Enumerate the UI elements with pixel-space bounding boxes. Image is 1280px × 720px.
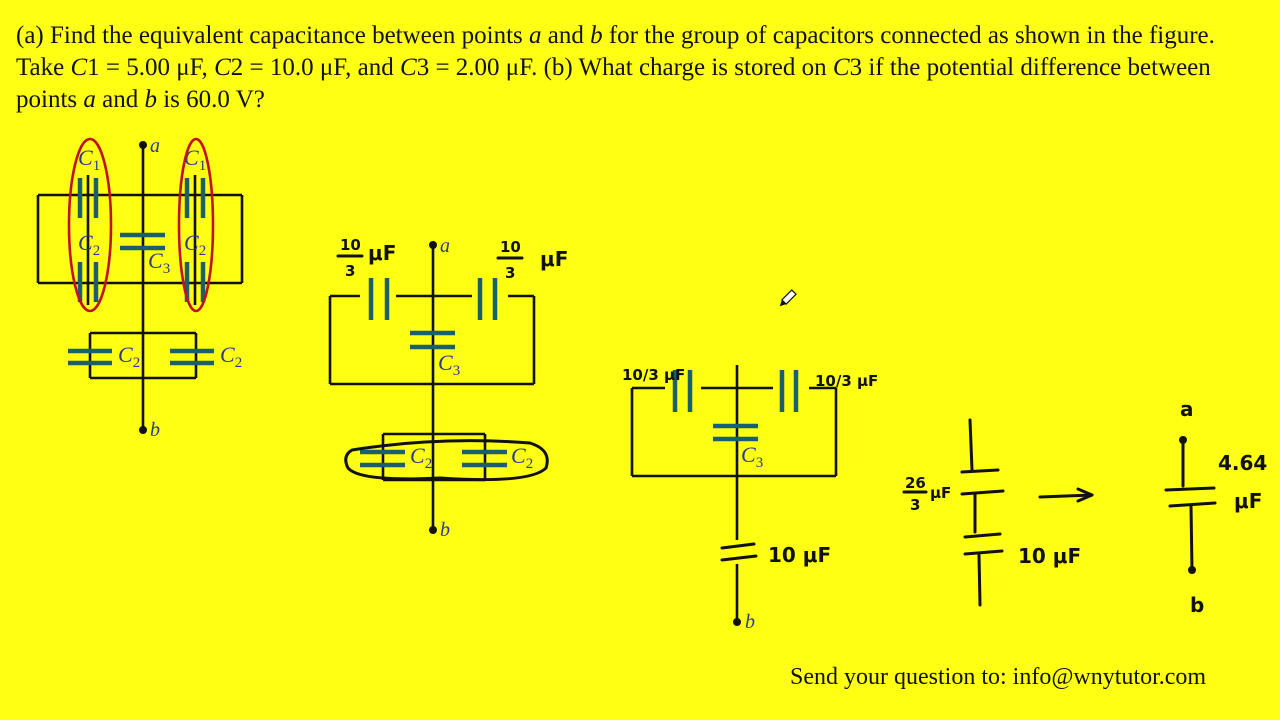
c1-label-left: C1 — [78, 145, 100, 174]
point-a-label: a — [150, 135, 160, 157]
svg-text:μF: μF — [368, 241, 396, 265]
handwritten-result-unit: μF — [1234, 489, 1262, 513]
c2-label-right: C2 — [184, 230, 206, 259]
svg-text:10: 10 — [500, 238, 521, 256]
svg-text:3: 3 — [910, 496, 920, 514]
series-circuit: 26 3 μF 10 μF — [902, 418, 1094, 607]
svg-text:3: 3 — [345, 262, 355, 280]
pencil-cursor-icon — [779, 289, 797, 307]
group-circle-bottom — [344, 439, 549, 482]
handwritten-10-uf-4: 10 μF — [1018, 544, 1081, 568]
contact-footer: Send your question to: info@wnytutor.com — [790, 664, 1207, 690]
handwritten-26-3-uf: 26 3 μF — [902, 474, 951, 514]
handwritten-result-value: 4.64 — [1218, 451, 1267, 475]
svg-text:26: 26 — [905, 474, 926, 492]
equivalent-circuit: a b 4.64 μF — [1164, 397, 1267, 617]
svg-text:10: 10 — [340, 236, 361, 254]
handwritten-10-3-uf-left-2: 10/3 μF — [622, 366, 685, 384]
svg-text:3: 3 — [505, 264, 515, 282]
c3-label-2: C3 — [438, 350, 460, 379]
group-circle-left — [67, 137, 113, 313]
arrow-icon — [1038, 493, 1094, 499]
svg-text:μF: μF — [930, 484, 951, 502]
c3-label-3: C3 — [741, 442, 763, 471]
group-circle-right — [177, 137, 215, 313]
svg-text:μF: μF — [540, 247, 568, 271]
handwritten-point-a: a — [1180, 397, 1194, 421]
reduced-circuit-2: b C3 10/3 μF 10/3 μF 10 μF — [622, 365, 878, 633]
handwritten-10-uf-3: 10 μF — [768, 543, 831, 567]
handwritten-10-3-uf-right: 10 3 μF — [496, 238, 568, 282]
problem-statement: (a) Find the equivalent capacitance betw… — [16, 22, 1215, 113]
point-b-label: b — [150, 419, 160, 441]
handwritten-point-b: b — [1190, 593, 1204, 617]
reduced-circuit-1: a b C3 10 3 μF 10 3 μF C2 — [328, 235, 568, 541]
point-b-label-3: b — [745, 611, 755, 633]
c2-label-2-right: C2 — [511, 443, 533, 472]
c2-label-bottom-left: C2 — [118, 342, 140, 371]
point-a-label-2: a — [440, 235, 450, 257]
c3-label: C3 — [148, 248, 170, 277]
c2-label-2-left: C2 — [410, 443, 432, 472]
point-b-label-2: b — [440, 519, 450, 541]
c2-label-left: C2 — [78, 230, 100, 259]
original-circuit: a b C1 C1 C2 C2 C3 C2 C2 — [36, 135, 244, 441]
c2-label-bottom-right: C2 — [220, 342, 242, 371]
handwritten-10-3-uf-right-2: 10/3 μF — [815, 372, 878, 390]
handwritten-10-3-uf-left: 10 3 μF — [336, 236, 396, 280]
